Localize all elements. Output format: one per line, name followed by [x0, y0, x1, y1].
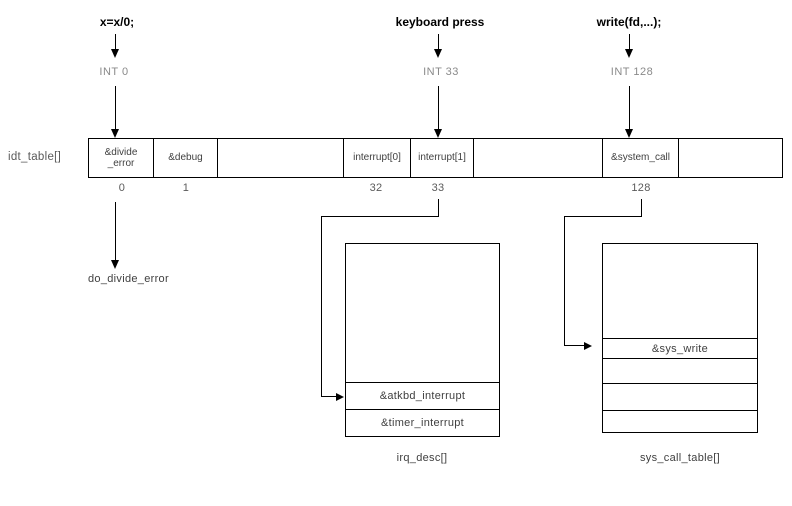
source-label-keyboard-press: keyboard press — [395, 15, 485, 29]
sys-call-table-row-empty-1 — [603, 358, 757, 383]
idt-cell-interrupt0: interrupt[0] — [344, 139, 411, 177]
idt-cell-empty-2 — [474, 139, 603, 177]
idt-index-128: 128 — [631, 182, 651, 194]
sys-call-table-empty-region — [603, 244, 757, 338]
idt-table-label: idt_table[] — [8, 151, 62, 163]
sys-call-table-label: sys_call_table[] — [639, 452, 721, 464]
int0-label: INT 0 — [99, 66, 129, 78]
irq-desc-empty-region — [346, 244, 499, 382]
handler-label: do_divide_error — [88, 273, 169, 285]
idt-table: &divide _error &debug interrupt[0] inter… — [88, 138, 783, 178]
idt-cell-interrupt1: interrupt[1] — [411, 139, 474, 177]
idt-cell-system-call: &system_call — [603, 139, 679, 177]
sys-call-table-row-empty-3 — [603, 410, 757, 432]
int128-label: INT 128 — [610, 66, 654, 78]
idt-cell-empty-3 — [679, 139, 782, 177]
sys-call-table-box: &sys_write — [602, 243, 758, 433]
sys-call-table-row-sys-write: &sys_write — [603, 338, 757, 358]
irq-desc-box: &atkbd_interrupt &timer_interrupt — [345, 243, 500, 437]
irq-desc-row-atkbd: &atkbd_interrupt — [346, 382, 499, 409]
idt-cell-divide-error: &divide _error — [89, 139, 154, 177]
idt-index-0: 0 — [118, 182, 126, 194]
idt-index-33: 33 — [431, 182, 445, 194]
int33-label: INT 33 — [423, 66, 459, 78]
idt-cell-debug: &debug — [154, 139, 218, 177]
idt-cell-empty-1 — [218, 139, 344, 177]
source-label-divide-by-zero: x=x/0; — [99, 15, 135, 29]
idt-index-32: 32 — [369, 182, 383, 194]
sys-call-table-row-empty-2 — [603, 383, 757, 410]
irq-desc-row-timer: &timer_interrupt — [346, 409, 499, 436]
idt-index-1: 1 — [182, 182, 190, 194]
source-label-write-syscall: write(fd,...); — [596, 15, 662, 29]
irq-desc-label: irq_desc[] — [396, 452, 448, 464]
